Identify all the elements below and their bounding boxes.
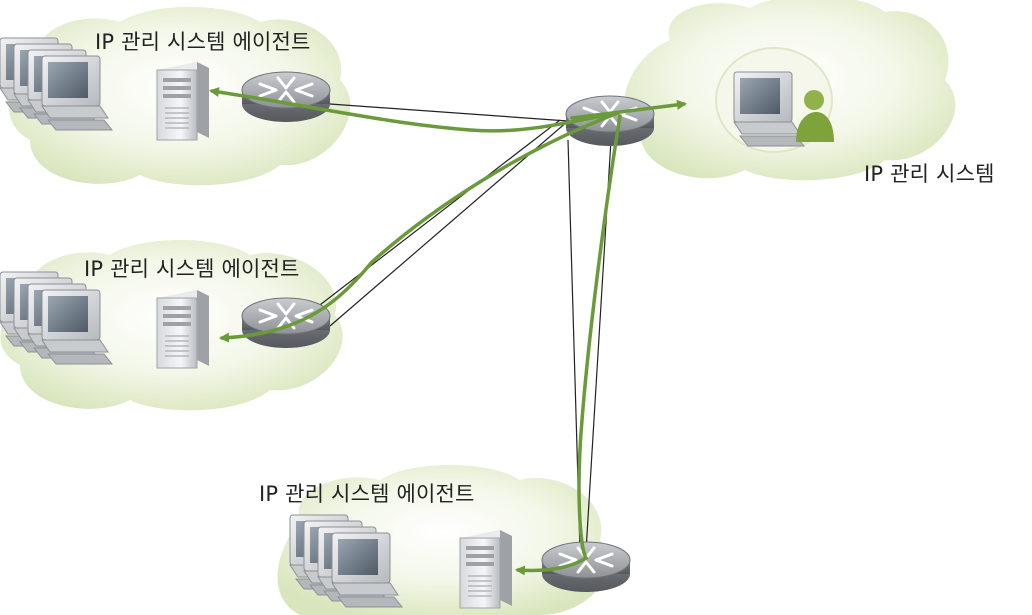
manager-workstation-icon — [715, 47, 834, 153]
manager-site-label: IP 관리 시스템 — [864, 162, 995, 186]
path-to-agent-3 — [515, 114, 622, 576]
agent-router-icon-3 — [540, 540, 632, 594]
agent-server-icon-2 — [156, 289, 210, 369]
path-to-agent-2 — [219, 111, 620, 343]
traffic-paths — [209, 87, 687, 576]
path-to-agent-1 — [209, 87, 620, 133]
path-to-manager — [570, 99, 687, 120]
agent-site-label-2: IP 관리 시스템 에이전트 — [84, 257, 300, 281]
agent-server-icon-3 — [459, 529, 513, 609]
agent-server-icon-1 — [156, 61, 210, 141]
agent-site-label-3: IP 관리 시스템 에이전트 — [259, 482, 475, 506]
agent-router-icon-2 — [240, 296, 332, 350]
agent-site-label-1: IP 관리 시스템 에이전트 — [95, 30, 311, 54]
